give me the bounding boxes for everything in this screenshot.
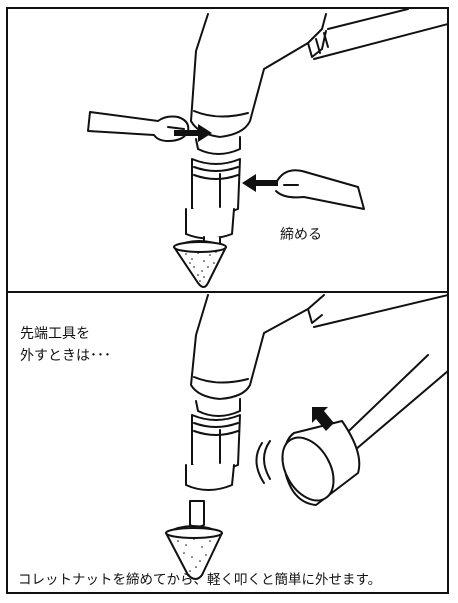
bit-texture — [177, 538, 217, 572]
tighten-label: 締める — [280, 227, 322, 243]
bit-texture — [185, 251, 217, 282]
remove-illustration — [165, 294, 447, 580]
wrench-left-icon — [87, 111, 190, 142]
collet-nut-icon — [185, 136, 241, 258]
tighten-panel: 締める — [6, 7, 449, 293]
grinder-body-icon — [190, 294, 447, 400]
grinding-bit-icon — [173, 240, 227, 288]
remove-intro-line1: 先端工具を — [20, 326, 90, 342]
collet-nut-icon — [185, 398, 241, 491]
grinder-body-icon — [190, 9, 447, 138]
remove-intro-line2: 外すときは･･･ — [20, 348, 111, 364]
grinding-bit-icon — [165, 500, 223, 580]
arrow-icon — [174, 124, 278, 192]
wrench-right-icon — [275, 169, 365, 210]
remove-panel: 先端工具を 外すときは･･･ コレットナットを締めてから、軽く叩くと簡単に外せま… — [6, 291, 449, 594]
mallet-icon — [255, 354, 447, 506]
arrow-icon — [312, 407, 334, 431]
remove-caption: コレットナットを締めてから、軽く叩くと簡単に外せます。 — [18, 572, 382, 588]
tighten-illustration — [87, 9, 447, 288]
